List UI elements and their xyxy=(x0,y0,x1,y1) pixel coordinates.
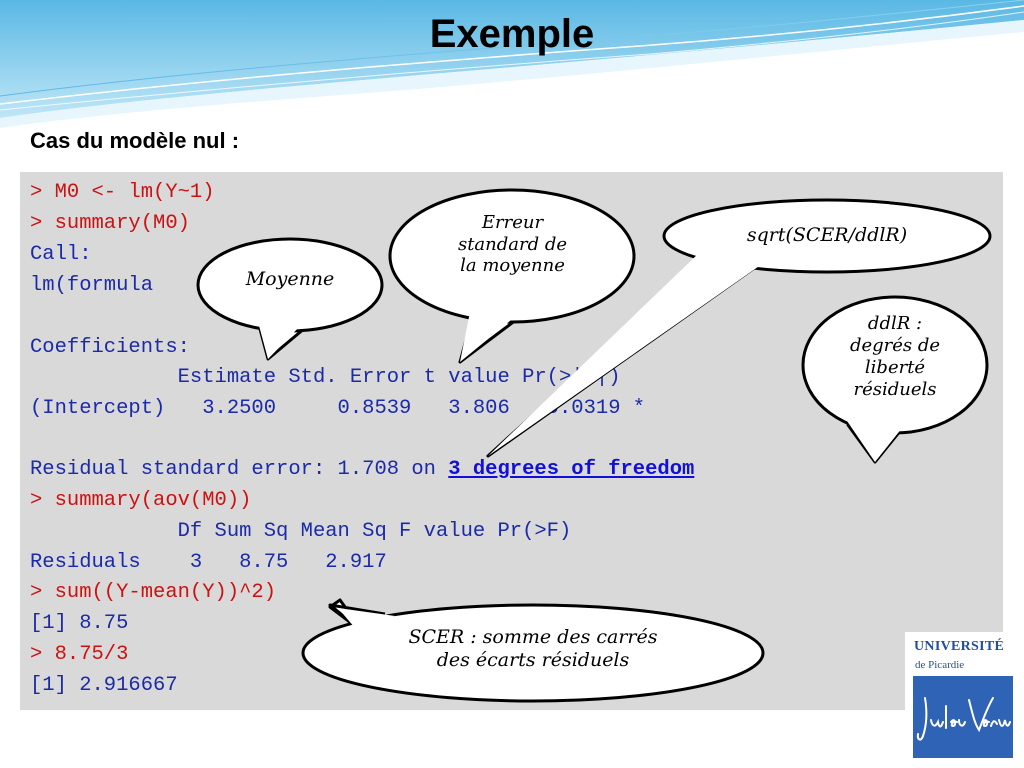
console-line-output: Residuals 3 8.75 2.917 xyxy=(30,551,387,574)
callout-erreur-text: Erreur standard de la moyenne xyxy=(410,212,615,277)
callout-ddlr-line: ddlR : xyxy=(867,313,923,334)
slide-title: Exemple xyxy=(429,12,595,56)
logo-signature-box xyxy=(913,676,1013,758)
callout-ddlr-line: degrés de xyxy=(849,334,941,356)
console-line-output: [1] 2.916667 xyxy=(30,674,178,697)
jules-verne-signature-icon xyxy=(916,697,1011,741)
residual-error-text: Residual standard error: 1.708 on xyxy=(30,458,449,481)
console-line-output: Estimate Std. Error t value Pr(>|t|) xyxy=(30,366,621,389)
console-line-output: lm(formula xyxy=(30,274,154,297)
console-line-output: Call: xyxy=(30,243,92,266)
console-line-command: > summary(M0) xyxy=(30,212,190,235)
callout-ddlr-line: résiduels xyxy=(853,378,937,400)
console-line-command: > sum((Y-mean(Y))^2) xyxy=(30,581,277,604)
logo-university-text: UNIVERSITÉ xyxy=(914,639,1005,654)
console-line-command: > summary(aov(M0)) xyxy=(30,489,252,512)
logo-picardie-text: de Picardie xyxy=(915,659,965,671)
degrees-of-freedom-highlight: 3 degrees of freedom xyxy=(448,458,695,481)
university-logo: UNIVERSITÉ de Picardie xyxy=(905,632,1019,762)
callout-scer-line: SCER : somme des carrés xyxy=(408,626,658,648)
callout-ddlr-line: liberté xyxy=(864,356,926,378)
console-line-command: > 8.75/3 xyxy=(30,643,129,666)
header-wave-decoration xyxy=(0,0,1024,128)
callout-moyenne-text: Moyenne xyxy=(245,268,335,290)
callout-scer-line: des écarts résiduels xyxy=(436,648,630,671)
callout-scer-text: SCER : somme des carrés des écarts résid… xyxy=(340,626,726,672)
callout-erreur-line: Erreur xyxy=(481,212,544,233)
callout-sqrt-text: sqrt(SCER/ddlR) xyxy=(746,224,908,246)
console-line-residual-error: Residual standard error: 1.708 on 3 degr… xyxy=(30,456,694,484)
callout-erreur-line: standard de xyxy=(457,233,568,255)
console-line-output: [1] 8.75 xyxy=(30,612,129,635)
console-line-output: (Intercept) 3.2500 0.8539 3.806 0.0319 * xyxy=(30,397,646,420)
console-line-output: Df Sum Sq Mean Sq F value Pr(>F) xyxy=(30,520,572,543)
console-line-output: Coefficients: xyxy=(30,336,190,359)
slide-subtitle: Cas du modèle nul : xyxy=(30,128,240,153)
callout-ddlr-text: ddlR : degrés de liberté résiduels xyxy=(815,313,975,401)
callout-erreur-line: la moyenne xyxy=(460,255,565,277)
console-line-command: > M0 <- lm(Y~1) xyxy=(30,181,215,204)
